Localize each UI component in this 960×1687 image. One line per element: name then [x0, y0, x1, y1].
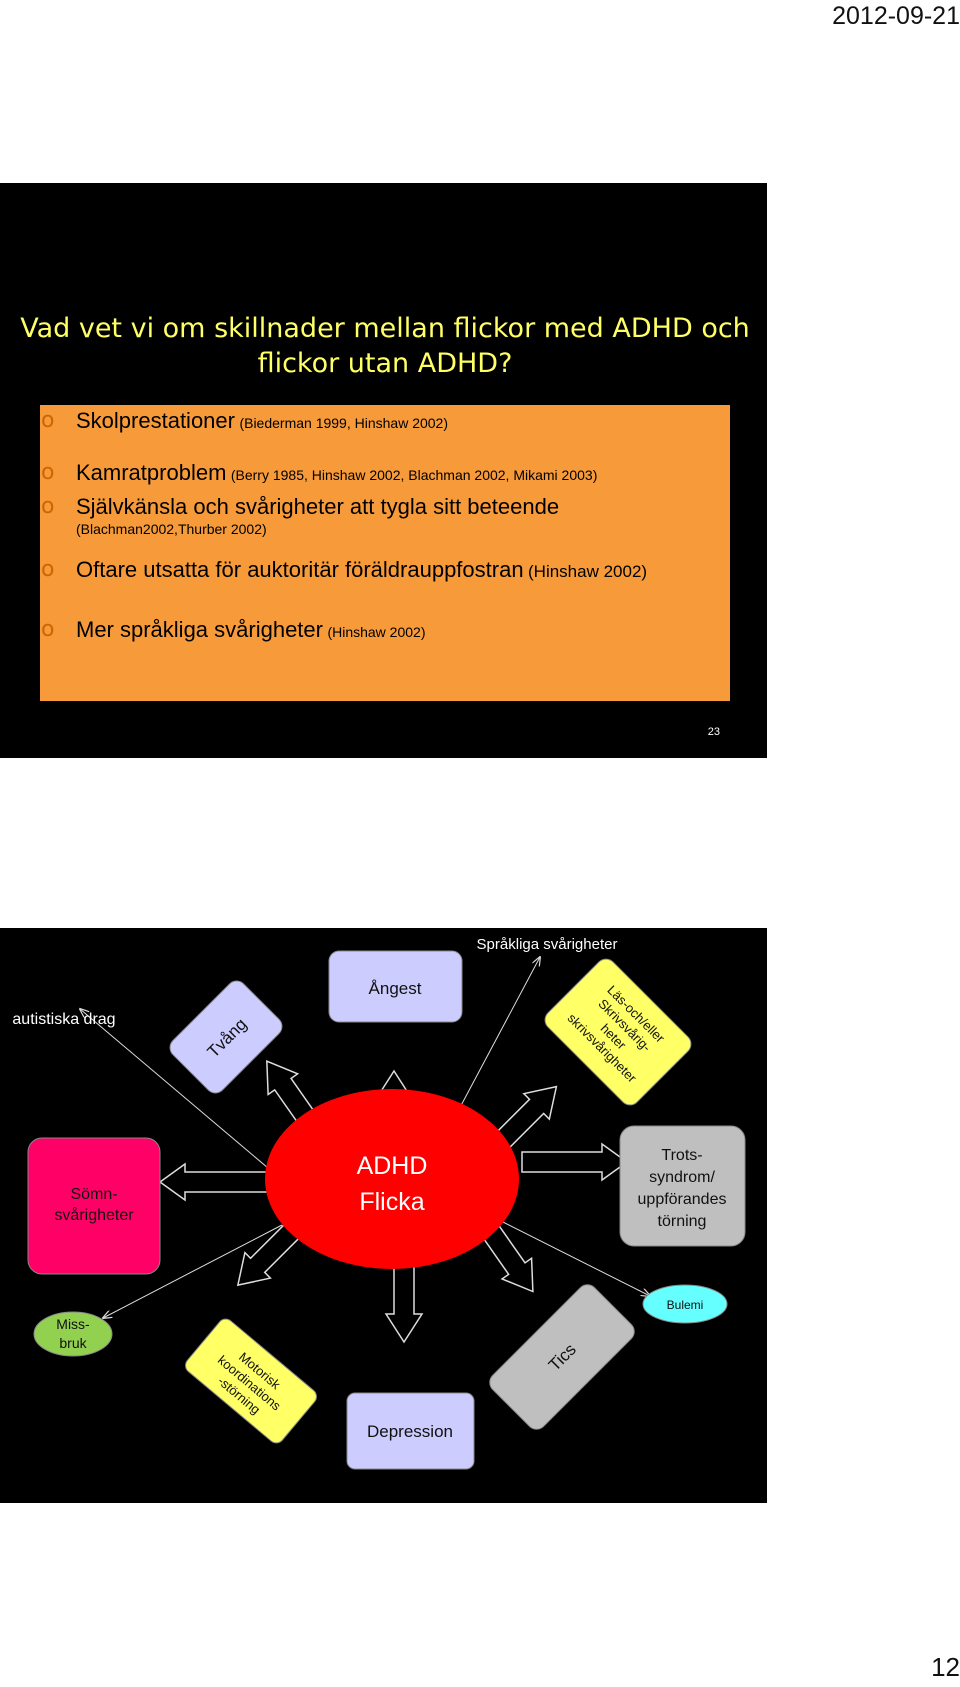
arrow-missbruk [103, 1224, 283, 1318]
bullet-text: Skolprestationer [76, 408, 235, 433]
arrow-sprakliga [456, 957, 540, 1114]
bullet-marker: o [41, 494, 55, 519]
node-angest [328, 950, 463, 1023]
bullet-marker: o [41, 408, 55, 433]
node-somn [27, 1137, 161, 1275]
bullet-marker: o [41, 460, 55, 485]
center-ellipse [265, 1089, 519, 1269]
center-label-line2: Flicka [359, 1188, 424, 1216]
bullet-text: Kamratproblem [76, 460, 227, 485]
node-bulemi [642, 1284, 728, 1324]
bullet-text: Mer språkliga svårigheter [76, 617, 323, 642]
node-missbruk-line1: Miss- [56, 1316, 90, 1332]
bullet-citation: (Berry 1985, Hinshaw 2002, Blachman 2002… [230, 467, 598, 483]
arrow-autistiska [80, 1009, 269, 1169]
node-somn-line1: Sömn- [70, 1186, 117, 1203]
node-angest-label: Ångest [369, 979, 422, 998]
node-las [544, 958, 692, 1106]
node-bulemi-label: Bulemi [667, 1298, 704, 1312]
page-number: 12 [931, 1652, 960, 1682]
bullet-citation: (Hinshaw 2002) [327, 624, 426, 640]
node-tics [489, 1284, 635, 1430]
center-label-line1: ADHD [357, 1152, 428, 1180]
block-arrow-somn [158, 1162, 273, 1202]
node-trots-line3: uppförandes [638, 1191, 727, 1208]
node-depression-label: Depression [367, 1422, 453, 1441]
bullet-item: o Oftare utsatta för auktoritär föräldra… [41, 557, 648, 583]
node-missbruk [33, 1311, 113, 1357]
bullet-item: o Kamratproblem (Berry 1985, Hinshaw 200… [41, 460, 598, 486]
bullet-text: Självkänsla och svårigheter att tygla si… [76, 494, 560, 519]
slide-title: Vad vet vi om skillnader mellan flickor … [20, 311, 750, 381]
node-trots-line4: törning [658, 1213, 707, 1230]
block-arrow-depression [384, 1261, 424, 1344]
bullet-item: o Mer språkliga svårigheter (Hinshaw 200… [41, 617, 426, 643]
bullet-citation: (Biederman 1999, Hinshaw 2002) [239, 415, 449, 431]
diagram-canvas: ADHD Flicka Ångest Språkliga svårigheter… [0, 928, 767, 1503]
page-date: 2012-09-21 [832, 2, 960, 30]
slide-skillnader: Vad vet vi om skillnader mellan flickor … [0, 183, 767, 758]
bullet-item: o Skolprestationer (Biederman 1999, Hins… [41, 408, 449, 434]
block-arrow-motorisk [236, 1221, 302, 1287]
block-arrow-las [488, 1085, 558, 1155]
bullet-marker: o [41, 617, 55, 642]
bullet-citation: (Blachman2002,Thurber 2002) [76, 521, 267, 537]
node-trots [619, 1125, 746, 1247]
slide-number: 23 [707, 726, 720, 738]
label-sprakliga: Språkliga svårigheter [477, 936, 618, 953]
arrow-bulemi [494, 1217, 650, 1296]
node-missbruk-line2: bruk [59, 1335, 87, 1351]
slide-adhd-diagram: ADHD Flicka Ångest Språkliga svårigheter… [0, 928, 767, 1503]
bullet-text: Oftare utsatta för auktoritär föräldraup… [76, 557, 524, 582]
node-tvang [169, 980, 283, 1094]
node-depression [346, 1392, 475, 1470]
slide-title-line2: flickor utan ADHD? [257, 348, 513, 379]
label-autistiska: autistiska drag [12, 1011, 115, 1028]
node-motorisk [185, 1318, 317, 1444]
bullet-marker: o [41, 557, 55, 582]
bullet-item: o Självkänsla och svårigheter att tygla … [41, 494, 560, 537]
node-trots-line1: Trots- [661, 1147, 702, 1164]
node-trots-line2: syndrom/ [649, 1169, 715, 1186]
block-arrow-trots [521, 1142, 629, 1182]
bullet-citation: (Hinshaw 2002) [528, 562, 648, 581]
node-somn-line2: svårigheter [54, 1206, 134, 1224]
bullet-panel: o Skolprestationer (Biederman 1999, Hins… [40, 405, 730, 701]
slide-title-line1: Vad vet vi om skillnader mellan flickor … [20, 313, 750, 344]
